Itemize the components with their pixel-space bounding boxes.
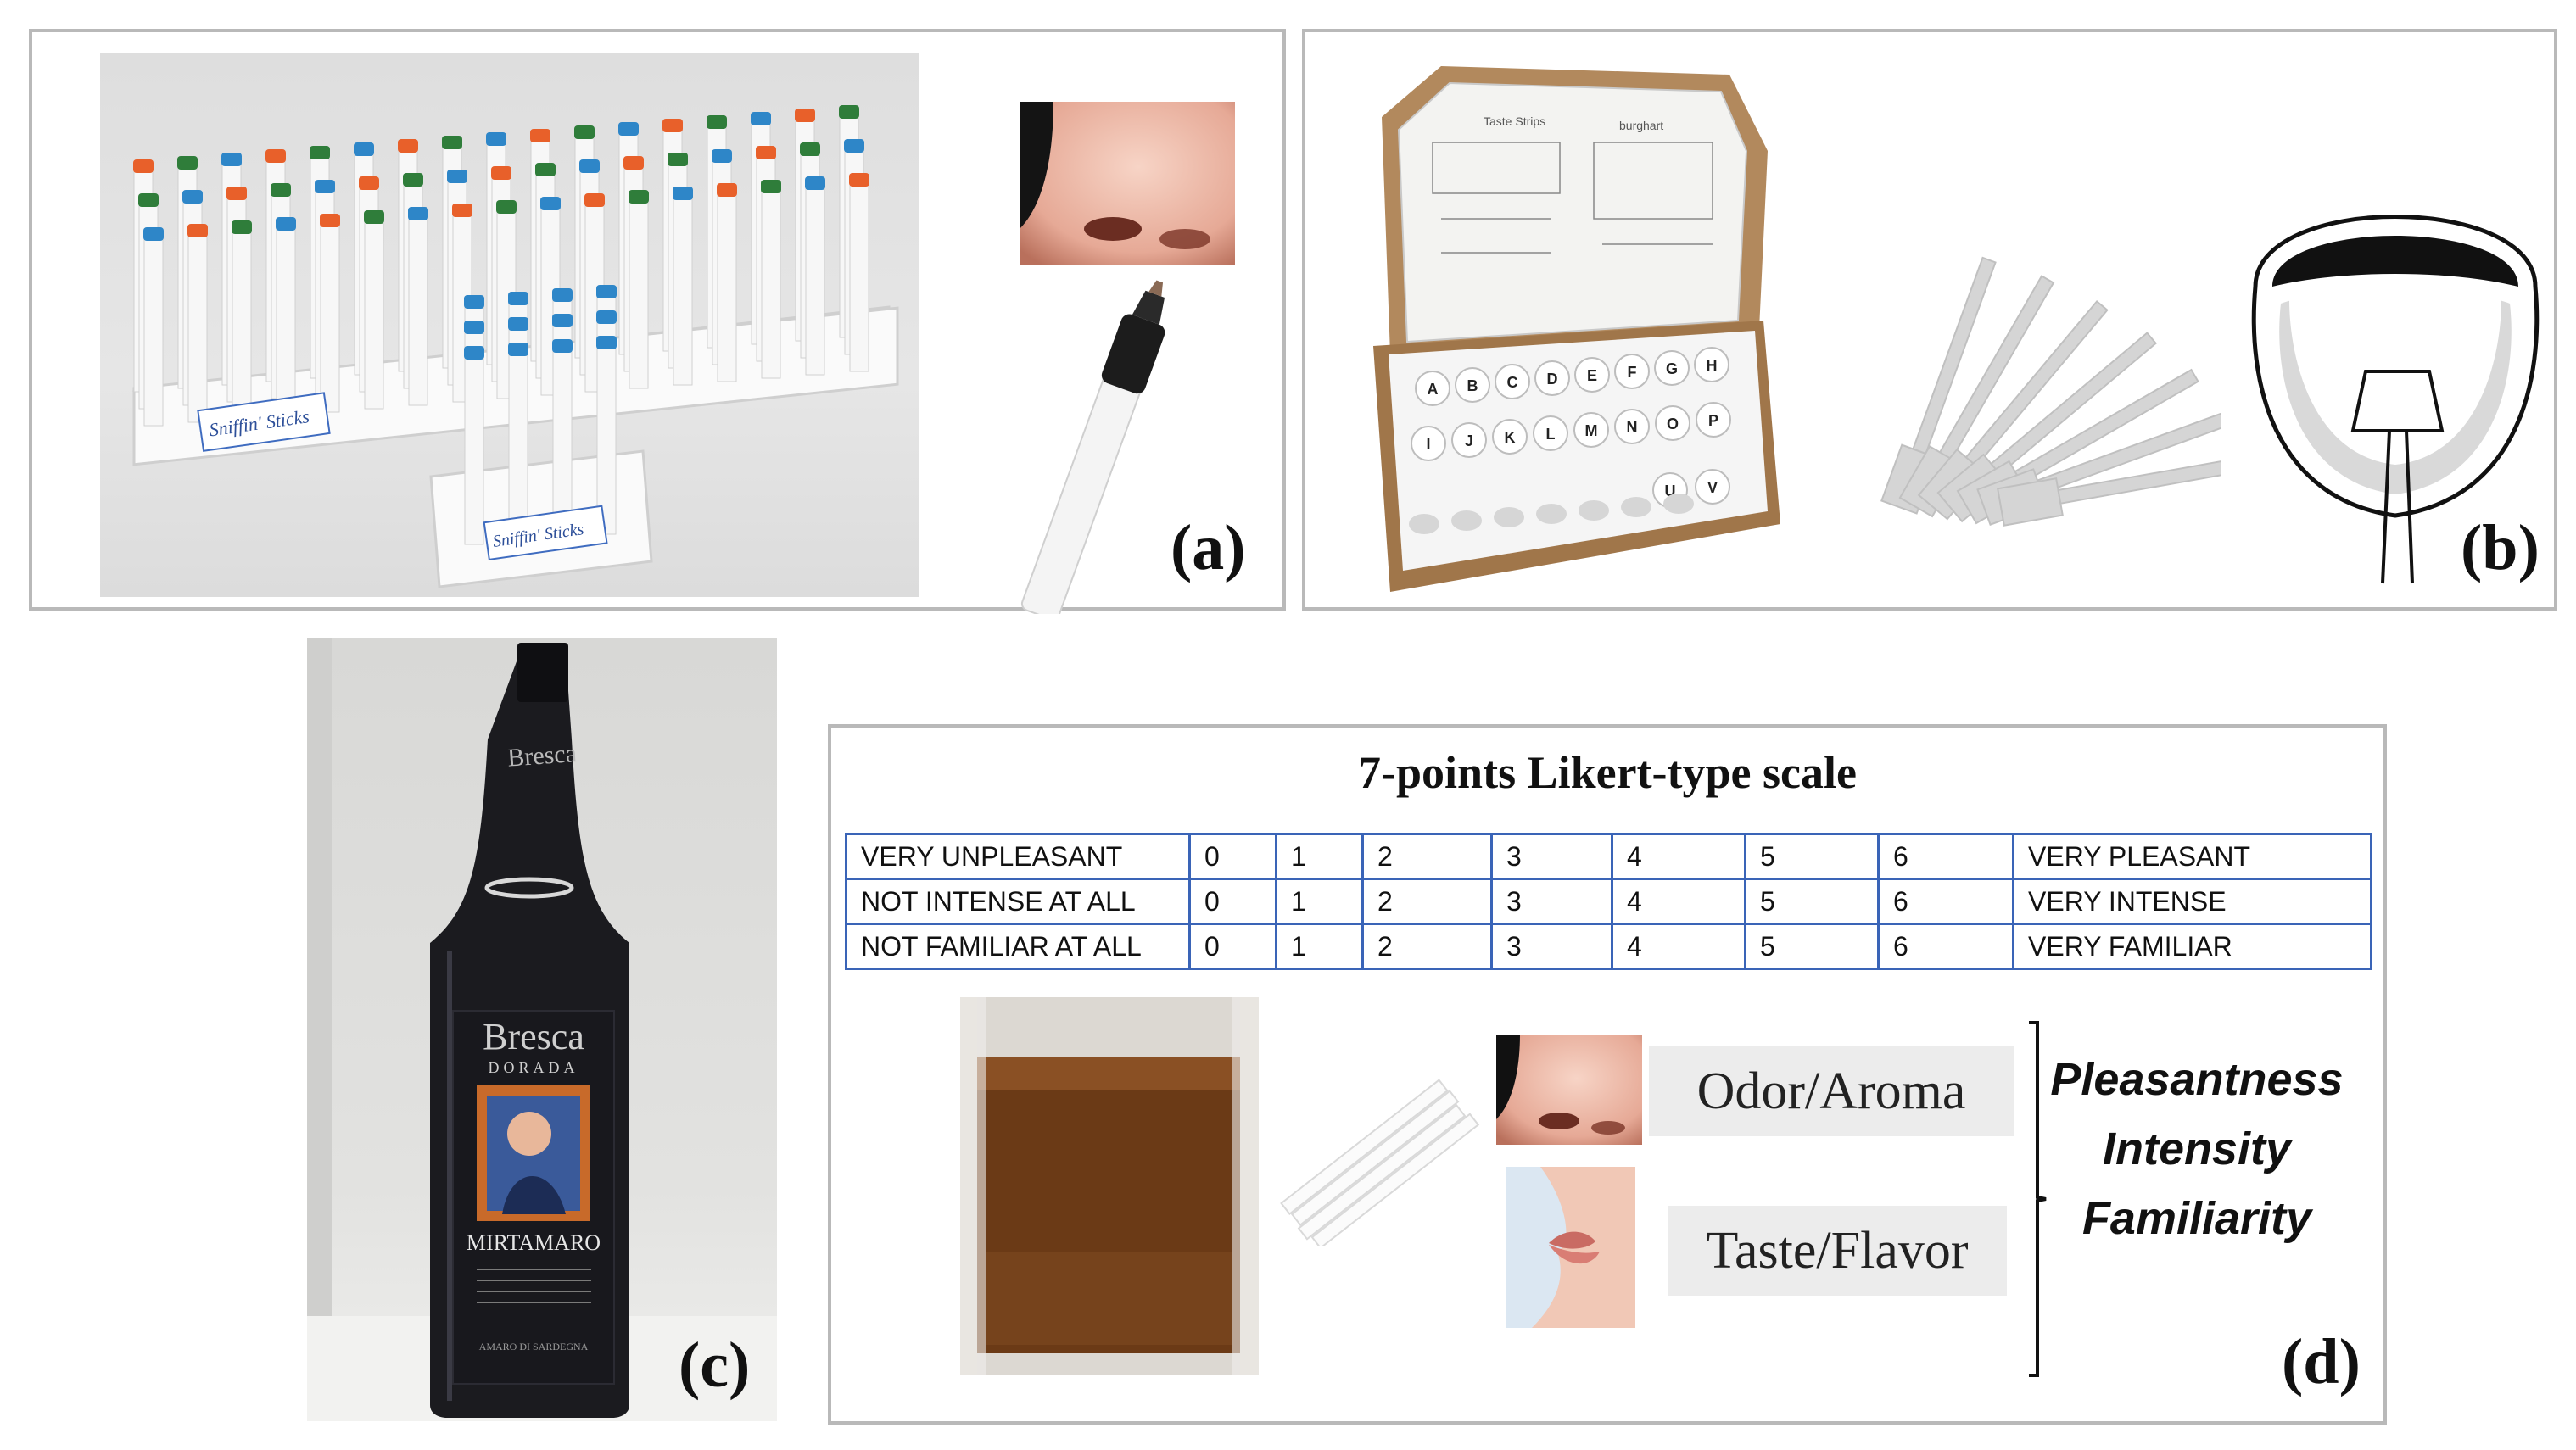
panel-c-bottle-photo: Bresca Bresca DORADA MIRTAMARO AMARO DI … — [307, 638, 777, 1421]
grouping-bracket — [2029, 1021, 2047, 1377]
likert-point: 6 — [1877, 923, 2014, 970]
odor-aroma-label: Odor/Aroma — [1649, 1046, 2014, 1136]
likert-point: 2 — [1361, 878, 1493, 925]
likert-scale-title: 7-points Likert-type scale — [1358, 747, 1857, 798]
nose-photo — [1020, 102, 1235, 265]
panel-d: 7-points Likert-type scale VERY UNPLEASA… — [828, 724, 2387, 1425]
panel-label-b: (b) — [2461, 512, 2540, 583]
taste-strips-fan — [1865, 151, 2221, 541]
cup-letter: H — [1707, 357, 1718, 374]
likert-left-anchor: NOT FAMILIAR AT ALL — [845, 923, 1191, 970]
cup-letter: V — [1707, 479, 1718, 496]
taste-flavor-label: Taste/Flavor — [1668, 1206, 2007, 1296]
lips-icon-photo — [1506, 1167, 1635, 1328]
likert-point: 5 — [1744, 878, 1880, 925]
panel-label-a: (a) — [1171, 512, 1246, 583]
nose-icon-photo — [1496, 1035, 1642, 1145]
likert-point: 3 — [1490, 833, 1613, 880]
lid-heading-left: Taste Strips — [1484, 114, 1545, 128]
cup-letter: O — [1667, 415, 1679, 432]
likert-point: 5 — [1744, 833, 1880, 880]
likert-left-anchor: NOT INTENSE AT ALL — [845, 878, 1191, 925]
panel-a: Sniffin' Sticks Sniffin' Sticks — [29, 29, 1286, 614]
cup-letter: K — [1505, 429, 1516, 446]
cup-letter: L — [1546, 426, 1556, 443]
blotter-strips-photo — [1267, 1077, 1484, 1246]
likert-point: 1 — [1275, 833, 1364, 880]
likert-point: 4 — [1611, 833, 1746, 880]
bottle-region: AMARO DI SARDEGNA — [479, 1341, 589, 1352]
panel-label-d: (d) — [2282, 1326, 2361, 1397]
likert-right-anchor: VERY INTENSE — [2012, 878, 2372, 925]
likert-point: 3 — [1490, 923, 1613, 970]
likert-point: 0 — [1188, 833, 1277, 880]
cup-letter: D — [1547, 371, 1558, 388]
cup-letter: I — [1426, 436, 1430, 453]
cup-letter: N — [1627, 419, 1638, 436]
cup-letter: F — [1628, 364, 1637, 381]
likert-point: 5 — [1744, 923, 1880, 970]
cup-letter: B — [1467, 377, 1478, 394]
cup-letter: C — [1507, 374, 1518, 391]
tongue-strip-diagram — [2238, 159, 2552, 592]
liqueur-sample-photo — [960, 997, 1259, 1375]
bottle-brand-sub: DORADA — [488, 1059, 578, 1076]
cup-letter: J — [1465, 432, 1473, 449]
likert-point: 4 — [1611, 923, 1746, 970]
likert-point: 1 — [1275, 923, 1364, 970]
cup-letter: A — [1428, 381, 1439, 398]
likert-point: 2 — [1361, 833, 1493, 880]
likert-point: 0 — [1188, 923, 1277, 970]
attribute-familiarity: Familiarity — [2081, 1193, 2312, 1244]
bottle-brand: Bresca — [483, 1016, 584, 1057]
likert-right-anchor: VERY PLEASANT — [2012, 833, 2372, 880]
likert-left-anchor: VERY UNPLEASANT — [845, 833, 1191, 880]
cup-letter: E — [1587, 367, 1597, 384]
attribute-intensity: Intensity — [2102, 1124, 2292, 1174]
likert-point: 4 — [1611, 878, 1746, 925]
cup-letter: M — [1585, 422, 1598, 439]
cup-letter: G — [1666, 360, 1678, 377]
likert-point: 1 — [1275, 878, 1364, 925]
sniffin-sticks-rack-photo: Sniffin' Sticks Sniffin' Sticks — [100, 53, 919, 597]
likert-right-anchor: VERY FAMILIAR — [2012, 923, 2372, 970]
sniffing-pen-photo — [974, 278, 1186, 614]
likert-point: 0 — [1188, 878, 1277, 925]
cup-letter: P — [1708, 412, 1718, 429]
bottle-product: MIRTAMARO — [467, 1230, 601, 1255]
neck-brand: Bresca — [506, 739, 578, 772]
likert-point: 6 — [1877, 878, 2014, 925]
lid-heading-right: burghart — [1619, 119, 1663, 132]
panel-label-c: (c) — [679, 1330, 751, 1401]
rack-illustration: Sniffin' Sticks Sniffin' Sticks — [132, 105, 899, 588]
attribute-pleasantness: Pleasantness — [2050, 1054, 2344, 1105]
likert-point: 2 — [1361, 923, 1493, 970]
likert-point: 3 — [1490, 878, 1613, 925]
likert-point: 6 — [1877, 833, 2014, 880]
